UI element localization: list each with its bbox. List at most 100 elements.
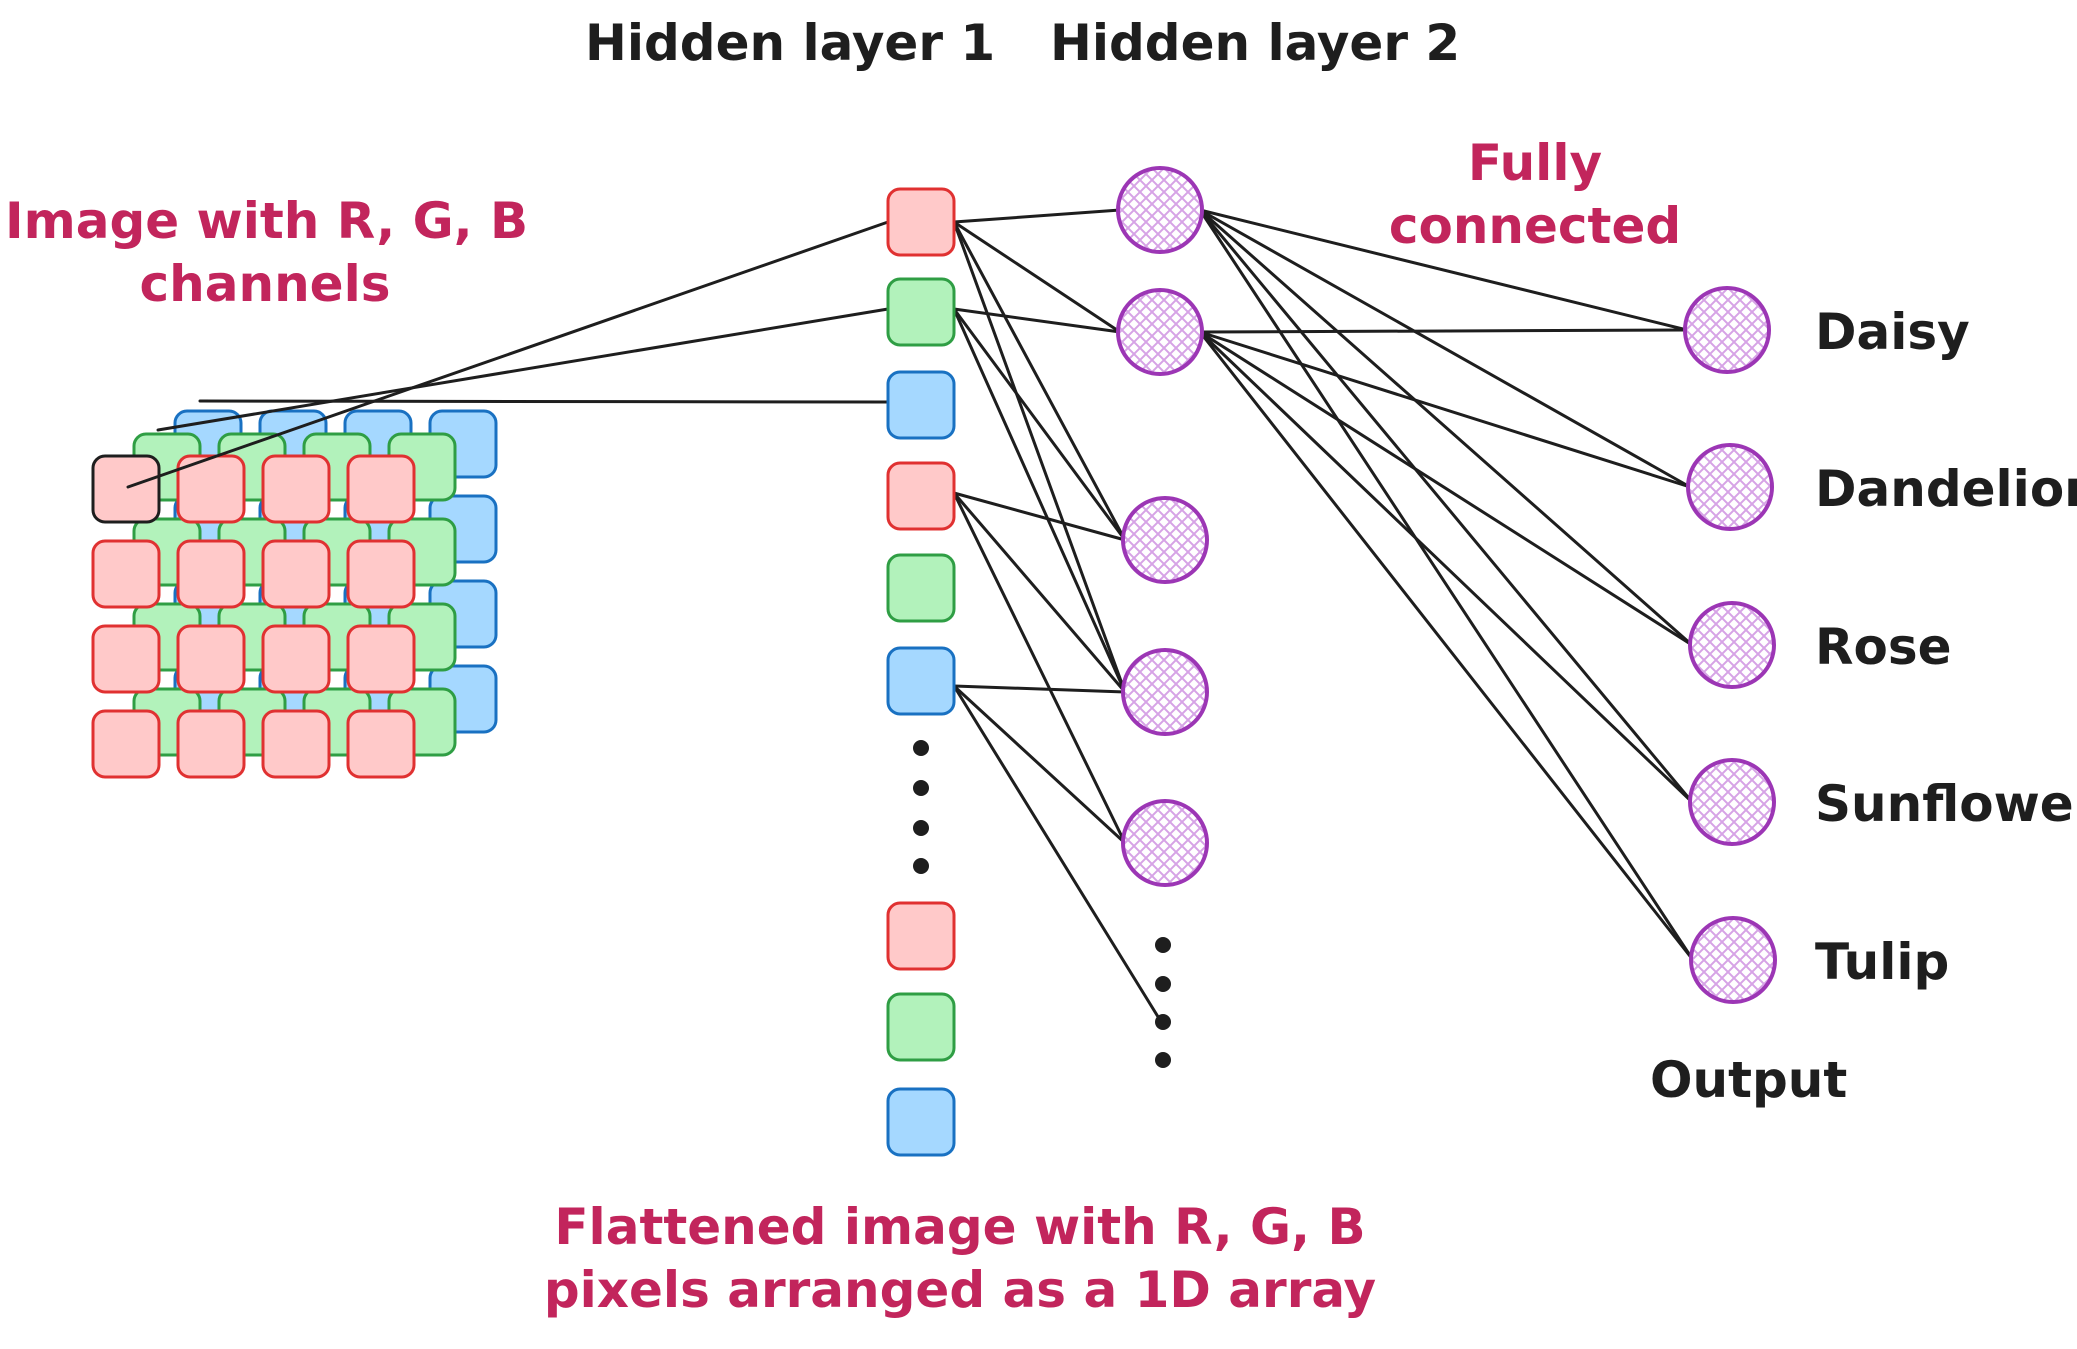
red-channel-pixel [91,624,161,694]
output-label: Output [1650,1051,1848,1109]
array-to-hidden-line [952,208,1122,224]
flat-pixel-green [886,553,956,623]
output-neuron [1683,286,1771,374]
hidden-to-output-line [1198,330,1695,962]
array-to-hidden-line [952,220,1122,334]
array-to-hidden-line [952,307,1122,334]
flattened-caption-line2: pixels arranged as a 1D array [543,1261,1377,1319]
red-channel-pixel [176,539,246,609]
image-caption-line1: Image with R, G, B [5,192,529,250]
flat-pixel-red [886,187,956,257]
red-channel-pixel [261,539,331,609]
class-label-daisy: Daisy [1815,303,1970,361]
array-to-hidden-line [952,684,1127,845]
hidden-to-output-line [1198,328,1689,334]
red-channel-pixel [346,624,416,694]
array-to-hidden-line [952,307,1127,694]
flat-pixel-green [886,992,956,1062]
red-channel-pixel [176,624,246,694]
output-neuron [1688,758,1776,846]
red-channel-pixel [261,454,331,524]
red-channel-pixel [91,539,161,609]
hidden-to-output-line [1198,330,1694,804]
class-label-tulip: Tulip [1815,933,1950,991]
array-to-hidden-line [952,684,1162,1022]
flattened-caption: Flattened image with R, G, B pixels arra… [540,1200,1380,1318]
red-channel-pixel [346,454,416,524]
array-to-hidden-line [952,220,1127,542]
array-ellipsis-dot [913,820,929,836]
flattened-caption-line1: Flattened image with R, G, B [554,1198,1366,1256]
hidden-to-output-line [1198,208,1695,962]
neurons [1116,166,1777,1004]
flattened-array [886,187,956,1157]
hidden-to-output-line [1198,208,1694,804]
output-neuron [1686,443,1774,531]
class-label-rose: Rose [1815,618,1952,676]
hidden-ellipsis-dot [1155,1052,1171,1068]
output-neuron [1689,916,1777,1004]
hidden-layer-1-label: Hidden layer 1 [585,14,996,72]
array-ellipsis-dot [913,780,929,796]
hidden-neuron [1116,288,1204,376]
array-to-hidden-line [952,491,1127,694]
hidden-to-output-line [1198,208,1694,647]
red-channel-pixel [176,709,246,779]
flat-pixel-red [886,461,956,531]
neuron-circle [1688,758,1776,846]
flat-pixel-green [886,277,956,347]
hidden-to-output-line [1198,330,1694,647]
output-neuron [1688,601,1776,689]
selected-pixel [91,454,161,524]
red-channel-pixel [261,709,331,779]
hidden-to-output-line [1198,208,1692,489]
array-to-hidden-line [952,491,1127,542]
neuron-circle [1121,496,1209,584]
pixel-to-array-line [198,399,890,404]
hidden-to-output-line [1198,208,1689,332]
hidden-neuron [1121,496,1209,584]
flat-pixel-blue [886,370,956,440]
pixel-to-array-line [156,307,890,432]
image-caption: Image with R, G, B channels [5,192,529,313]
array-to-hidden-line [952,307,1127,542]
hidden-neuron [1116,166,1204,254]
hidden-ellipsis-dot [1155,937,1171,953]
red-channel-pixel [346,709,416,779]
neuron-circle [1116,288,1204,376]
flat-pixel-red [886,901,956,971]
array-ellipsis-dot [913,858,929,874]
flat-pixel-blue [886,646,956,716]
neuron-circle [1121,648,1209,736]
array-to-hidden-line [952,220,1127,694]
image-caption-line2: channels [139,255,391,313]
fully-connected-line2: connected [1388,197,1682,255]
pixel-to-array-line [126,220,890,489]
hidden-neuron [1121,648,1209,736]
array-ellipsis-dot [913,740,929,756]
rgb-image-grid [91,409,498,779]
neuron-circle [1688,601,1776,689]
flat-pixel-blue [886,1087,956,1157]
class-label-dandelion: Dandelion [1815,460,2077,518]
hidden-layer-2-label: Hidden layer 2 [1050,14,1461,72]
red-channel-pixel [91,709,161,779]
hidden-to-output-line [1198,330,1692,489]
class-label-sunflower: Sunflower [1815,775,2077,833]
red-channel-pixel [261,624,331,694]
hidden-ellipsis-dot [1155,1014,1171,1030]
ellipsis-dots [913,740,1171,1068]
fully-connected-caption: Fully connected [1385,136,1685,254]
neuron-circle [1116,166,1204,254]
hidden-neuron [1121,799,1209,887]
neuron-circle [1686,443,1774,531]
neuron-circle [1689,916,1777,1004]
neuron-circle [1121,799,1209,887]
neuron-circle [1683,286,1771,374]
array-to-hidden-line [952,491,1127,845]
hidden-ellipsis-dot [1155,976,1171,992]
fully-connected-line1: Fully [1467,134,1603,192]
red-channel-pixel [176,454,246,524]
